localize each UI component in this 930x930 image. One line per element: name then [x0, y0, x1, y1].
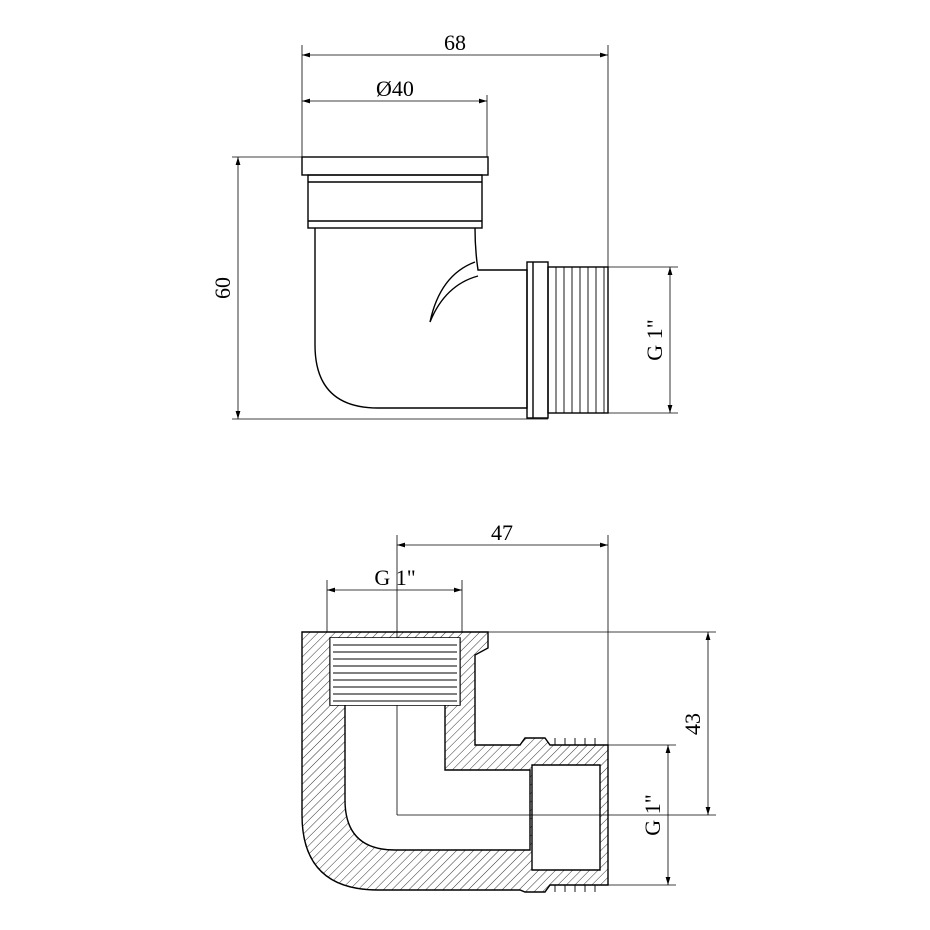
dim-47: 47 — [491, 520, 513, 545]
hex-collar — [526, 261, 549, 419]
elbow-body — [314, 227, 528, 409]
dim-43: 43 — [680, 713, 705, 735]
male-thread — [547, 266, 609, 414]
dim-60: 60 — [210, 277, 235, 299]
dim-diameter-40: Ø40 — [376, 76, 414, 101]
top-dimensions — [232, 45, 678, 420]
internal-thread — [329, 638, 461, 705]
dim-g1-inner: G 1" — [374, 565, 415, 590]
socket-body — [307, 174, 483, 229]
section-dimensions — [326, 535, 716, 886]
section-view — [301, 535, 716, 893]
elbow-contour — [429, 261, 479, 323]
section-body — [301, 631, 609, 893]
top-view — [232, 45, 678, 420]
top-flange — [301, 156, 489, 176]
external-thread — [554, 738, 596, 892]
dim-g1-outer: G 1" — [640, 794, 665, 835]
dim-68: 68 — [444, 30, 466, 55]
dim-g1-top: G 1" — [642, 319, 667, 360]
